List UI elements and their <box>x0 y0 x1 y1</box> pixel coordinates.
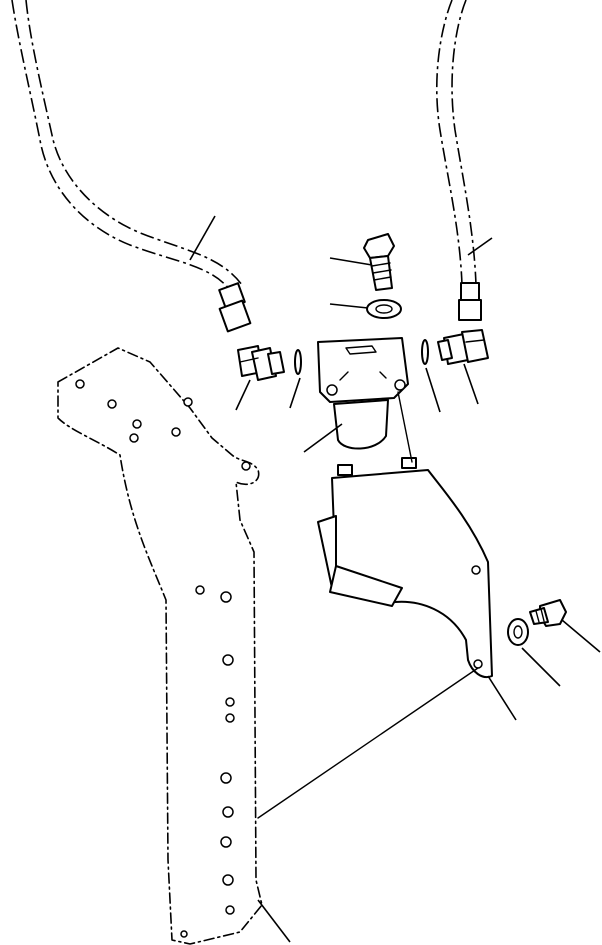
leader-left-elbow <box>235 379 251 411</box>
leader-right-hose <box>467 237 493 256</box>
leader-washer-top <box>329 303 369 309</box>
leader-left-o-ring <box>289 377 301 409</box>
washer-top <box>366 299 402 319</box>
leader-frame <box>257 899 291 943</box>
mounting-bracket <box>317 457 493 678</box>
leader-washer-side <box>521 647 561 687</box>
bolt-top <box>363 233 395 291</box>
leader-left-hose <box>189 215 216 261</box>
right-hose <box>436 0 482 321</box>
right-elbow-fitting <box>437 329 489 365</box>
frame-column <box>57 347 263 945</box>
left-elbow-fitting <box>237 345 285 381</box>
washer-side <box>507 618 529 646</box>
callout-leaders <box>189 215 601 943</box>
leader-valve-block <box>303 423 343 453</box>
connection-lines <box>257 391 479 819</box>
right-o-ring <box>421 339 429 365</box>
leader-right-elbow <box>463 363 479 405</box>
left-hose <box>11 0 252 333</box>
leader-bracket <box>487 675 517 721</box>
left-o-ring <box>294 349 302 375</box>
leader-bolt-top <box>329 257 373 266</box>
bolt-side <box>529 599 567 627</box>
valve-block <box>317 337 409 450</box>
leader-right-o-ring <box>425 367 441 413</box>
leader-bolt-side <box>561 619 601 653</box>
